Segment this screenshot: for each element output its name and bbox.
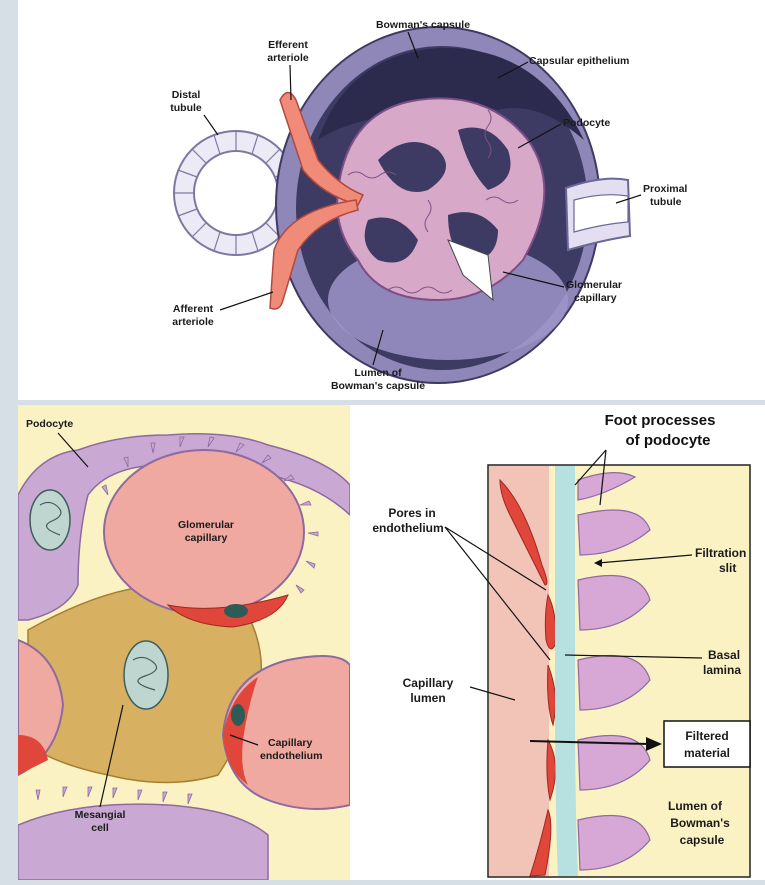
label-afferent-arteriole: Afferent — [173, 303, 214, 315]
label-podocyte: Podocyte — [26, 418, 73, 430]
renal-corpuscle-diagram: Bowman's capsule Efferent arteriole Caps… — [18, 0, 765, 400]
cross-section-svg: Podocyte Glomerular capillary Capillary … — [18, 405, 350, 880]
label-filtration-slit: Filtration — [695, 546, 746, 560]
label-proximal-tubule: tubule — [650, 196, 682, 208]
label-podocyte: Podocyte — [563, 117, 610, 129]
label-bowmans-capsule: Bowman's capsule — [376, 19, 470, 31]
label-basal-lamina: Basal — [708, 648, 740, 662]
label-lumen-bowmans: Lumen of — [668, 799, 723, 813]
label-glomerular-capillary: Glomerular — [178, 519, 234, 531]
label-filtered-material: Filtered — [685, 729, 728, 743]
label-efferent-arteriole: arteriole — [267, 52, 309, 64]
label-glomerular-capillary: capillary — [185, 532, 228, 544]
label-capillary-lumen: lumen — [410, 691, 445, 705]
glomerulus-tuft — [337, 98, 544, 300]
label-mesangial-cell: cell — [91, 822, 109, 834]
label-lumen-bowmans: Lumen of — [354, 367, 402, 379]
filtration-barrier-svg: Foot processes of podocyte Pores in endo… — [350, 405, 765, 880]
label-filtered-material: material — [684, 746, 730, 760]
label-distal-tubule: Distal — [172, 89, 201, 101]
label-distal-tubule: tubule — [170, 102, 202, 114]
filtered-material-box — [664, 721, 750, 767]
leader-line — [220, 292, 273, 310]
label-glomerular-capillary: Glomerular — [566, 279, 622, 291]
leader-line — [204, 115, 218, 135]
label-lumen-bowmans: Bowman's — [670, 816, 730, 830]
basal-lamina — [555, 466, 578, 876]
label-capillary-endothelium: endothelium — [260, 750, 322, 762]
label-proximal-tubule: Proximal — [643, 183, 687, 195]
podocyte-nucleus — [30, 490, 70, 550]
filtration-barrier-diagram: Foot processes of podocyte Pores in endo… — [350, 405, 765, 880]
label-capsular-epithelium: Capsular epithelium — [529, 55, 629, 67]
label-capillary-lumen: Capillary — [403, 676, 454, 690]
mesangial-nucleus — [124, 641, 168, 709]
label-foot-processes: Foot processes — [605, 412, 716, 429]
label-foot-processes: of podocyte — [626, 432, 711, 449]
glomerular-cross-section: Podocyte Glomerular capillary Capillary … — [18, 405, 350, 880]
label-glomerular-capillary: capillary — [574, 292, 617, 304]
label-efferent-arteriole: Efferent — [268, 39, 308, 51]
proximal-tubule — [566, 179, 630, 250]
label-afferent-arteriole: arteriole — [172, 316, 214, 328]
label-basal-lamina: lamina — [703, 663, 741, 677]
label-filtration-slit: slit — [719, 561, 736, 575]
label-pores: Pores in — [388, 506, 435, 520]
renal-corpuscle-svg: Bowman's capsule Efferent arteriole Caps… — [18, 0, 765, 400]
label-lumen-bowmans: capsule — [680, 833, 725, 847]
label-lumen-bowmans: Bowman's capsule — [331, 380, 425, 392]
label-mesangial-cell: Mesangial — [75, 809, 126, 821]
label-capillary-endothelium: Capillary — [268, 737, 313, 749]
label-pores: endothelium — [372, 521, 443, 535]
